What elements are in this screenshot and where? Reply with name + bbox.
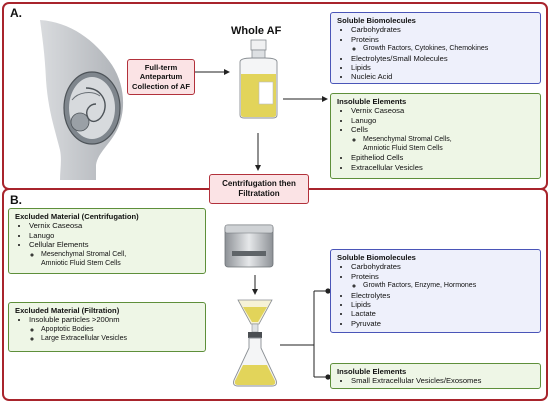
excluded-centrifugation-title: Excluded Material (Centrifugation) <box>15 212 139 221</box>
process-label: Centrifugation then Filtratation <box>222 179 296 198</box>
list-item: Proteins Growth Factors, Cytokines, Chem… <box>351 35 534 54</box>
list-subitem: Apoptotic Bodies <box>41 325 199 334</box>
list-item: Lanugo <box>29 231 199 240</box>
soluble-biomolecules-box-a: Soluble Biomolecules Carbohydrates Prote… <box>330 12 541 84</box>
soluble-biomolecules-box-b: Soluble Biomolecules Carbohydrates Prote… <box>330 249 541 333</box>
insoluble-title-b: Insoluble Elements <box>337 367 407 376</box>
excluded-filtration-box: Excluded Material (Filtration) Insoluble… <box>8 302 206 352</box>
list-subitem: Large Extracellular Vesicles <box>41 334 199 343</box>
list-subitem: Mesenchymal Stromal Cell,Amniotic Fluid … <box>41 250 199 269</box>
section-a-label: A. <box>10 6 22 20</box>
list-item: Lipids <box>351 63 534 72</box>
list-subitem: Mesenchymal Stromal Cells,Amniotic Fluid… <box>363 135 534 154</box>
whole-af-title: Whole AF <box>231 25 282 37</box>
list-item: Proteins Growth Factors, Enzyme, Hormone… <box>351 272 534 291</box>
af-bottle-illustration <box>239 39 278 119</box>
list-item: Electrolytes <box>351 291 534 300</box>
collection-label: Full-term Antepartum Collection of AF <box>132 63 190 91</box>
soluble-title-b: Soluble Biomolecules <box>337 253 416 262</box>
insoluble-elements-box-b: Insoluble Elements Small Extracellular V… <box>330 363 541 389</box>
list-item: Nucleic Acid <box>351 72 534 81</box>
arrow-centrifuge-to-filter <box>252 275 258 295</box>
excluded-centrifugation-box: Excluded Material (Centrifugation) Verni… <box>8 208 206 274</box>
list-item: Lactate <box>351 309 534 318</box>
list-item: Small Extracellular Vesicles/Exosomes <box>351 376 534 385</box>
list-item: Carbohydrates <box>351 262 534 271</box>
list-item: Electrolytes/Small Molecules <box>351 54 534 63</box>
excluded-filtration-title: Excluded Material (Filtration) <box>15 306 120 315</box>
list-item: Vernix Caseosa <box>351 106 534 115</box>
section-b-label: B. <box>10 193 22 207</box>
arrow-bottle-to-process <box>255 133 261 171</box>
list-subitem: Growth Factors, Enzyme, Hormones <box>363 281 534 290</box>
centrifuge-illustration <box>224 224 274 268</box>
arrow-bottle-to-boxes <box>283 96 328 102</box>
list-subitem: Growth Factors, Cytokines, Chemokines <box>363 44 534 53</box>
collection-box: Full-term Antepartum Collection of AF <box>127 59 195 95</box>
list-item: Carbohydrates <box>351 25 534 34</box>
pregnant-woman-illustration <box>40 20 124 180</box>
insoluble-title-a: Insoluble Elements <box>337 97 407 106</box>
arrow-collection-to-bottle <box>195 69 230 75</box>
filtrate-flask-illustration <box>233 337 277 387</box>
insoluble-elements-box-a: Insoluble Elements Vernix Caseosa Lanugo… <box>330 93 541 179</box>
process-box: Centrifugation then Filtratation <box>209 174 309 204</box>
soluble-title-a: Soluble Biomolecules <box>337 16 416 25</box>
filter-funnel-illustration <box>237 299 273 338</box>
list-item: Vernix Caseosa <box>29 221 199 230</box>
list-item: Cells Mesenchymal Stromal Cells,Amniotic… <box>351 125 534 153</box>
list-item: Extracellular Vesicles <box>351 163 534 172</box>
list-item: Lanugo <box>351 116 534 125</box>
list-item: Insoluble particles >200nm Apoptotic Bod… <box>29 315 199 343</box>
list-item: Cellular Elements Mesenchymal Stromal Ce… <box>29 240 199 268</box>
list-item: Pyruvate <box>351 319 534 328</box>
output-bracket <box>280 288 331 380</box>
list-item: Lipids <box>351 300 534 309</box>
list-item: Epitheliod Cells <box>351 153 534 162</box>
